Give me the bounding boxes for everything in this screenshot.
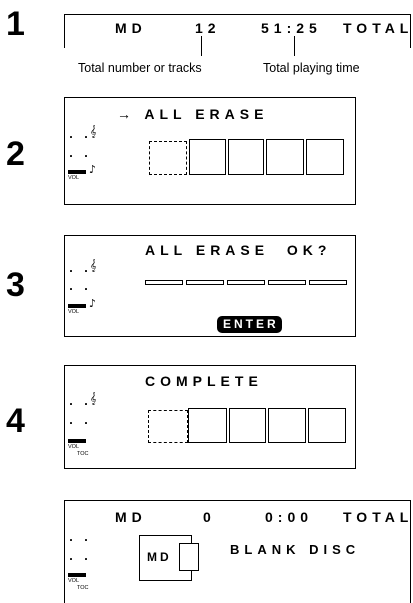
track-slot-empty <box>149 141 187 175</box>
step-number-2: 2 <box>6 135 25 173</box>
music-note-icon: ♪ <box>89 163 97 176</box>
track-slot <box>308 408 346 443</box>
total-label: TOTAL <box>343 509 413 525</box>
playing-time: 51:25 <box>261 20 322 36</box>
track-bar <box>227 280 265 285</box>
vol-indicator: VOL <box>68 444 80 450</box>
tracks-leader-line <box>201 36 202 56</box>
track-bar <box>268 280 306 285</box>
indicator-dot <box>85 270 87 272</box>
toc-indicator: TOC <box>77 451 89 457</box>
display-panel-1: MD 12 51:25 TOTAL <box>64 14 411 48</box>
track-bar <box>186 280 224 285</box>
volume-bar <box>68 573 86 577</box>
caption-total-tracks: Total number or tracks <box>78 61 202 75</box>
confirm-prompt: ALL ERASE OK? <box>145 242 332 258</box>
indicator-dot <box>70 403 72 405</box>
disc-icon-label: MD <box>147 550 172 564</box>
track-count: 0 <box>203 509 216 525</box>
playing-time: 0:00 <box>265 509 314 525</box>
indicator-dot <box>85 539 87 541</box>
step-number-4: 4 <box>6 402 25 440</box>
indicator-dot <box>70 155 72 157</box>
display-panel-2: → ALL ERASE 𝄞 VOL ♪ <box>64 97 356 205</box>
step-number-1: 1 <box>6 5 25 43</box>
track-slot <box>228 139 264 175</box>
disc-label: MD <box>115 509 147 525</box>
enter-indicator: ENTER <box>217 316 282 334</box>
blank-disc-message: BLANK DISC <box>230 542 361 557</box>
track-bar <box>309 280 347 285</box>
indicator-dot <box>85 155 87 157</box>
complete-message: COMPLETE <box>145 373 263 389</box>
track-slot <box>188 408 227 443</box>
volume-bar <box>68 304 86 308</box>
disc-label: MD <box>115 20 147 36</box>
indicator-dot <box>85 422 87 424</box>
display-panel-3: ALL ERASE OK? 𝄞 VOL ♪ ENTER <box>64 235 356 337</box>
toc-indicator: TOC <box>77 585 89 591</box>
indicator-dot <box>85 136 87 138</box>
track-count: 12 <box>195 20 221 36</box>
track-bar <box>145 280 183 285</box>
track-slot <box>266 139 304 175</box>
indicator-dot <box>85 403 87 405</box>
clef-icon: 𝄞 <box>90 392 97 405</box>
disc-icon-tab <box>179 543 199 571</box>
caption-total-time: Total playing time <box>263 61 360 75</box>
volume-bar <box>68 170 86 174</box>
vol-indicator: VOL <box>68 578 80 584</box>
track-slot <box>229 408 266 443</box>
total-label: TOTAL <box>343 20 413 36</box>
vol-indicator: VOL <box>68 175 80 181</box>
track-slot <box>268 408 306 443</box>
display-panel-5: MD 0 0:00 TOTAL VOL TOC MD BLANK DISC <box>64 500 411 603</box>
all-erase-prompt: → ALL ERASE <box>117 106 269 122</box>
time-leader-line <box>294 36 295 56</box>
indicator-dot <box>70 136 72 138</box>
clef-icon: 𝄞 <box>90 125 97 138</box>
indicator-dot <box>70 422 72 424</box>
track-slot <box>189 139 226 175</box>
vol-indicator: VOL <box>68 309 80 315</box>
display-panel-4: COMPLETE 𝄞 VOL TOC <box>64 365 356 469</box>
indicator-dot <box>70 270 72 272</box>
track-slot <box>306 139 344 175</box>
volume-bar <box>68 439 86 443</box>
indicator-dot <box>70 288 72 290</box>
music-note-icon: ♪ <box>89 297 97 310</box>
indicator-dot <box>85 558 87 560</box>
indicator-dot <box>85 288 87 290</box>
clef-icon: 𝄞 <box>90 259 97 272</box>
indicator-dot <box>70 539 72 541</box>
indicator-dot <box>70 558 72 560</box>
track-slot-empty <box>148 410 188 443</box>
step-number-3: 3 <box>6 266 25 304</box>
